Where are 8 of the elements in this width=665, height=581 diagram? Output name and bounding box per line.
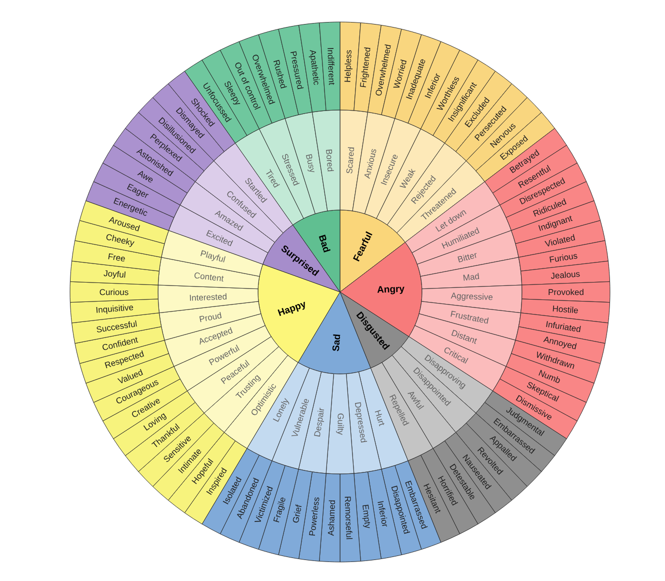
ring-segment: Guilty: [326, 374, 354, 474]
ring-segment: Remorseful: [340, 473, 361, 562]
ring-segment: Provoked: [522, 281, 610, 303]
ring-segment: Curious: [70, 281, 158, 303]
ring-segment: Ashamed: [319, 473, 340, 562]
ring-segment: Joyful: [70, 260, 160, 286]
ring-segment: Indifferent: [319, 22, 340, 111]
ring-segment: Interested: [158, 284, 259, 314]
